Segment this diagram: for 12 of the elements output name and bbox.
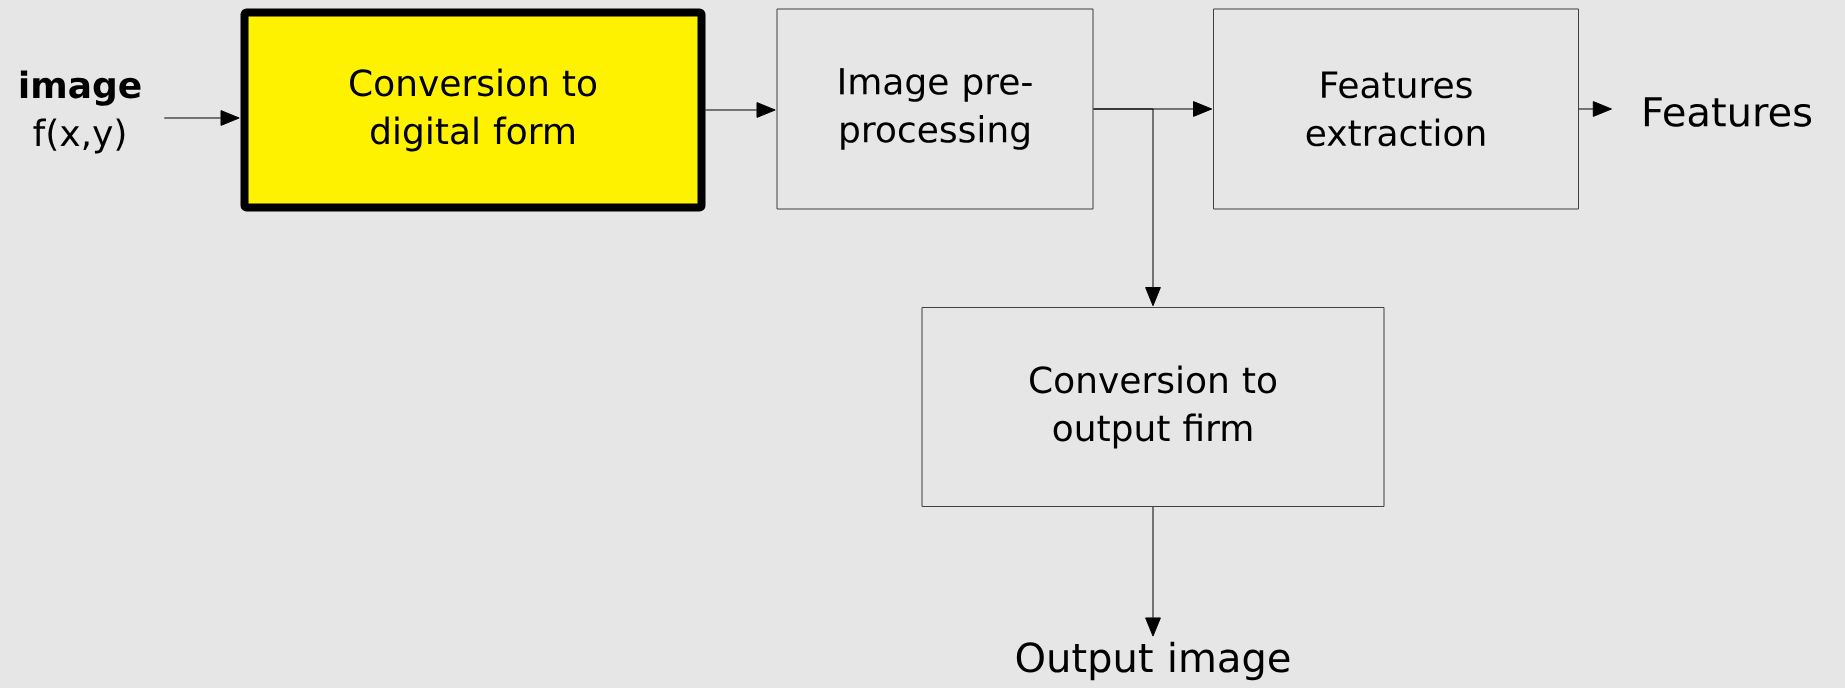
arrow (1093, 108, 1161, 307)
text-label: Output image (1016, 641, 1290, 681)
text-label: Features (1644, 97, 1812, 127)
process-box: Conversion to digital form (240, 8, 706, 212)
arrow (163, 110, 240, 126)
process-box: Conversion to output firm (921, 307, 1385, 507)
process-box: Features extraction (1213, 8, 1579, 210)
arrow (1145, 506, 1161, 637)
arrow (1578, 101, 1612, 117)
arrow (705, 102, 776, 118)
process-box: Image pre-processing (776, 8, 1094, 210)
text-label: image f(x,y) (20, 70, 141, 154)
